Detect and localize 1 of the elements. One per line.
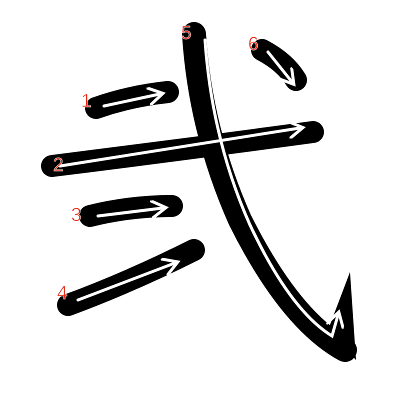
stroke-order-number: 2 xyxy=(53,156,64,175)
